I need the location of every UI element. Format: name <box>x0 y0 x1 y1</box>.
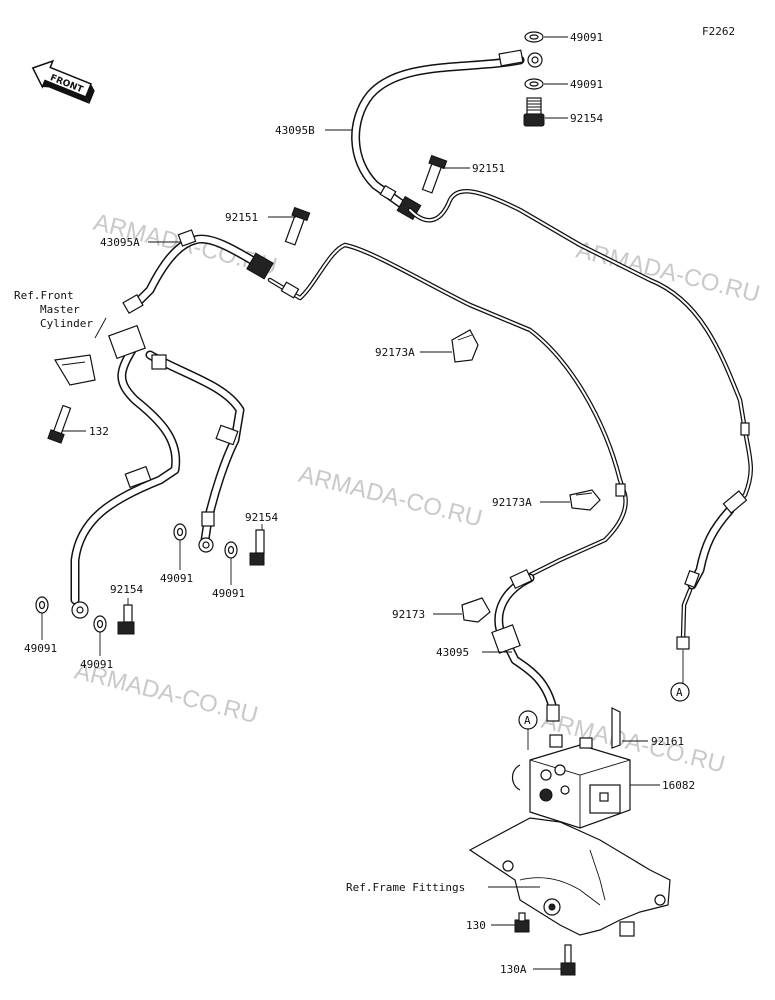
hose-left-lower <box>70 340 245 605</box>
watermark-2: ARMADA-CO.RU <box>574 236 763 308</box>
hose-43095 <box>491 568 560 722</box>
bolt-icon <box>523 97 545 127</box>
frame-bracket <box>468 817 671 937</box>
label-92154-mid: 92154 <box>245 511 278 524</box>
label-49091-low1: 49091 <box>24 642 57 655</box>
ref-frame-fittings: Ref.Frame Fittings <box>346 881 465 894</box>
abs-unit <box>511 734 631 829</box>
label-49091-top1: 49091 <box>570 31 603 44</box>
hose-43095a <box>130 229 274 310</box>
connector-a-label: A <box>676 686 683 699</box>
label-16082: 16082 <box>662 779 695 792</box>
joint-block <box>108 293 167 370</box>
banjo-fitting-top <box>498 49 543 68</box>
label-92154-top: 92154 <box>570 112 603 125</box>
label-49091-mid2: 49091 <box>212 587 245 600</box>
brake-pipe-right <box>407 189 754 650</box>
label-130a: 130A <box>500 963 527 976</box>
label-130: 130 <box>466 919 486 932</box>
diagram-code: F2262 <box>702 25 735 38</box>
front-arrow-icon: FRONT <box>31 59 95 104</box>
bolt-132 <box>47 404 72 444</box>
label-92151-left: 92151 <box>225 211 258 224</box>
washer-icon <box>524 31 544 90</box>
label-92173: 92173 <box>392 608 425 621</box>
bolt-130 <box>514 912 530 933</box>
label-92173a-upper: 92173A <box>375 346 415 359</box>
label-43095: 43095 <box>436 646 469 659</box>
label-132: 132 <box>89 425 109 438</box>
label-92154-low: 92154 <box>110 583 143 596</box>
ref-master-line3: Cylinder <box>40 317 93 330</box>
label-92151-upper: 92151 <box>472 162 505 175</box>
ref-master-line2: Master <box>40 303 80 316</box>
label-43095b: 43095B <box>275 124 315 137</box>
master-cylinder-clamp <box>54 354 96 386</box>
connector-a-label-2: A <box>524 714 531 727</box>
bolt-92151-upper <box>421 154 448 194</box>
label-49091-mid1: 49091 <box>160 572 193 585</box>
connector-a-right: A <box>670 682 690 702</box>
watermark-3: ARMADA-CO.RU <box>296 461 485 533</box>
hose-43095b <box>351 55 525 221</box>
clamp-92173 <box>461 597 491 623</box>
label-49091-low2: 49091 <box>80 658 113 671</box>
banjo-fitting-low <box>35 596 135 635</box>
label-92173a-lower: 92173A <box>492 496 532 509</box>
ref-master-line1: Ref.Front <box>14 289 74 302</box>
brake-pipe-center <box>267 242 628 578</box>
connector-a-left: A <box>518 710 538 730</box>
bolt-130a <box>560 944 576 976</box>
leader <box>94 317 107 339</box>
clamp-92173a-lower <box>569 489 601 511</box>
label-49091-top2: 49091 <box>570 78 603 91</box>
banjo-fitting-mid <box>173 523 265 566</box>
label-43095a: 43095A <box>100 236 140 249</box>
clamp-92173a-upper <box>451 329 479 363</box>
bracket-92161 <box>611 707 621 749</box>
label-92161: 92161 <box>651 735 684 748</box>
watermarks: ARMADA-CO.RU ARMADA-CO.RU ARMADA-CO.RU A… <box>72 209 763 779</box>
bolt-92151-left <box>284 206 311 246</box>
